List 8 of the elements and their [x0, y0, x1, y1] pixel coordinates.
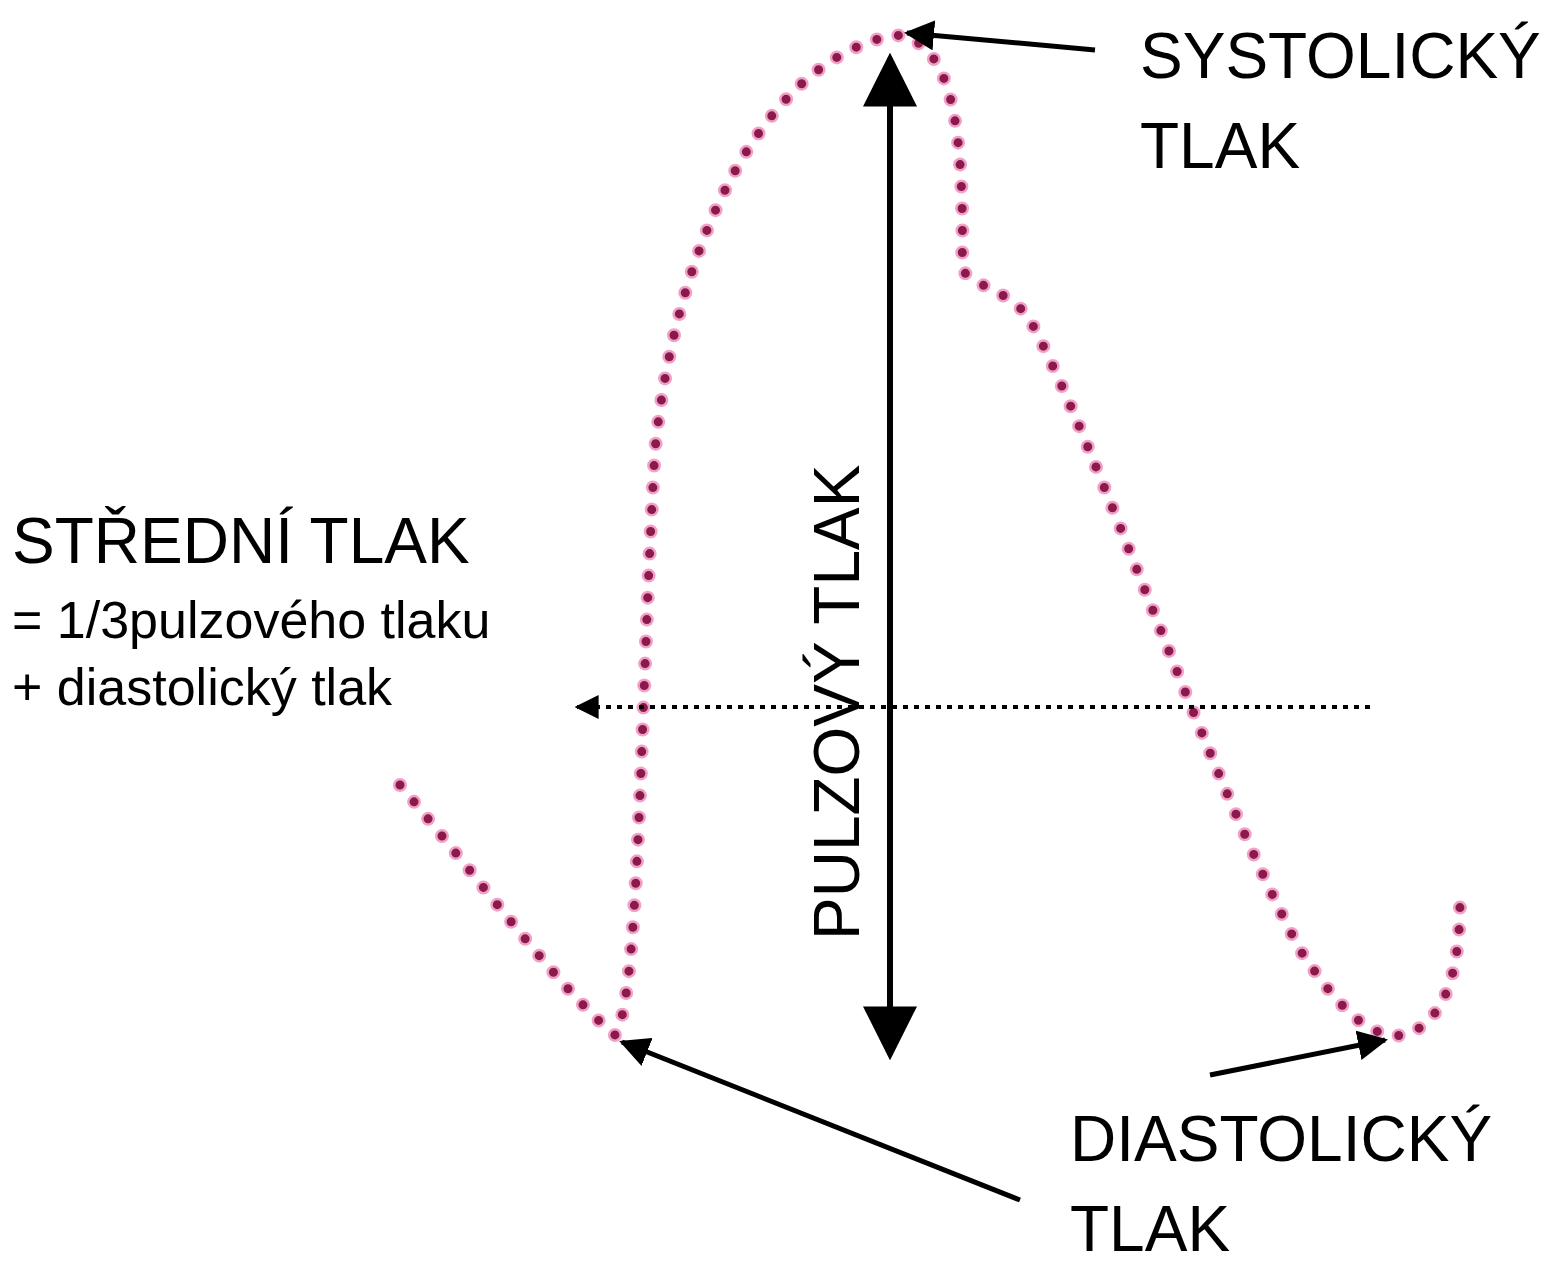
leader-line [619, 1038, 1021, 1203]
formula-text: = 1/3pulzového tlaku + diastolický tlak [12, 589, 492, 719]
arrow [574, 695, 1370, 719]
leader-line [904, 20, 1096, 53]
annotation-label: STŘEDNÍ TLAK [12, 504, 471, 579]
leader-line [1209, 1030, 1388, 1078]
annotation-label: SYSTOLICKÝ TLAK [1140, 19, 1540, 184]
annotation-label: DIASTOLICKÝ TLAK [1070, 1102, 1494, 1267]
